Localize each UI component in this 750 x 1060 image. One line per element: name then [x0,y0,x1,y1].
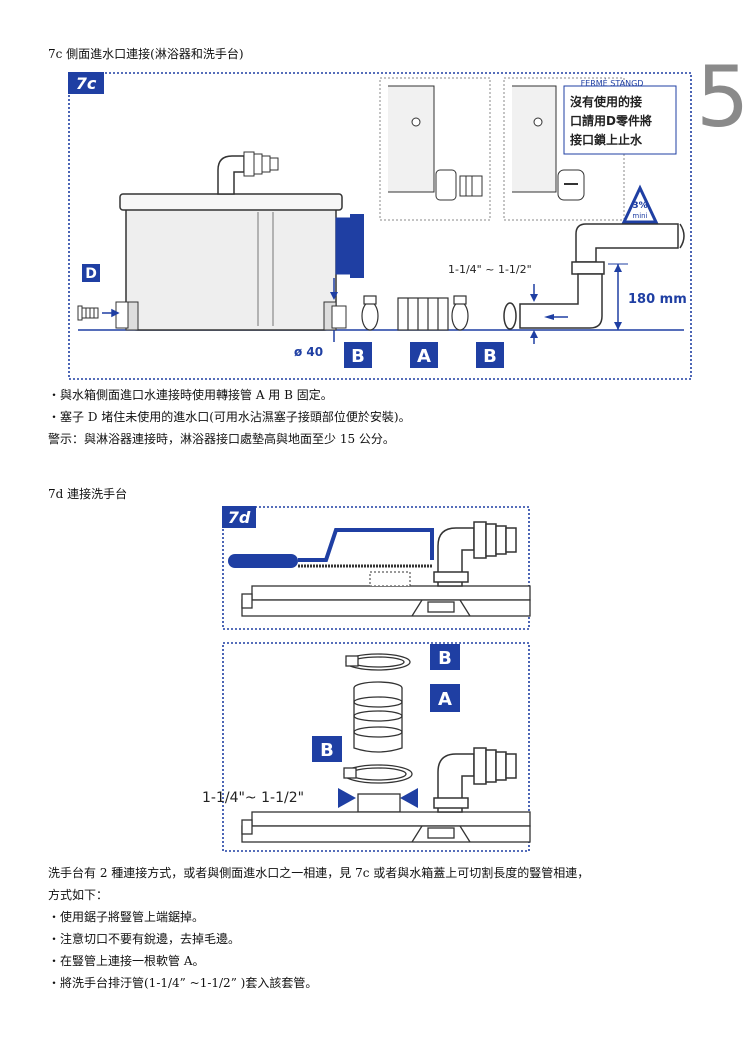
clamp-b-lower-icon [343,764,413,784]
arrow-left-icon [400,788,418,808]
part-d-label: D [85,266,97,282]
figure-7d-assembly: B A B 1-1/4"~ 1-1/2" [202,642,531,852]
standpipe-lid-illustration [241,793,531,843]
intro-7d-line-2: 方式如下： [48,888,109,902]
part-a-tag-bg [410,342,438,368]
clamp-b-top-icon [345,653,411,671]
slope-triangle-icon [621,184,659,224]
arrow-right-icon [338,788,356,808]
section-7c-heading: 7c 側面進水口連接(淋浴器和洗手台) [48,47,244,61]
arrow-right-icon [102,308,120,318]
part-b-left-label: B [351,346,365,367]
tank-lid-illustration [241,585,531,617]
note-line-3: 接口鎖上止水 [570,132,643,147]
fermé-label: FERMÉ STANGD [581,77,644,88]
clamp-b-right-icon [451,295,469,331]
part-d-tag-bg [82,264,100,282]
drain-pipe-illustration [503,223,685,330]
standpipe-elbow-icon [433,521,517,587]
part-b-left-tag-bg [344,342,372,368]
figure-7d-saw: 7d [222,506,531,630]
diameter-label: ø 40 [294,345,323,359]
standpipe-elbow-7d-icon [433,747,517,813]
saw-icon [228,528,434,587]
plug-d-icon [77,305,99,321]
page-number: 5 [696,48,750,146]
part-a-label-7d: A [438,689,452,710]
note-box [563,85,677,155]
note-7c-warning: 警示：與淋浴器連接時，淋浴器接口處墊高與地面至少 15 公分。 [48,432,395,446]
pump-tank-illustration [115,151,364,331]
figure-7c: 7c D ø 40 [68,72,692,380]
inset-open-illustration [379,77,491,221]
note-line-1: 沒有使用的接 [570,94,642,109]
step-7d-4: ・將洗手台排汙管(1-1/4” ~1-1/2” )套入該套管。 [48,976,318,990]
size-label-7d: 1-1/4"~ 1-1/2" [202,790,304,806]
section-7d-heading: 7d 連接洗手台 [48,487,128,501]
clamp-b-left-icon [361,295,379,331]
note-7c-1: ・與水箱側面進口水連接時使用轉接管 A 用 B 固定。 [48,388,333,402]
figure-7d-tag: 7d [228,508,251,527]
slope-label: mini [632,212,647,220]
sleeve-a-icon [397,297,449,331]
sleeve-a-7d-icon [353,681,403,753]
part-b-top-label: B [438,648,452,669]
height-label: 180 mm [628,292,687,307]
step-7d-1: ・使用鋸子將豎管上端鋸掉。 [48,910,205,924]
size-label-7c: 1-1/4" ~ 1-1/2" [448,263,532,276]
note-7c-2: ・塞子 D 堵住未使用的進水口(可用水沾濕塞子接頭部位便於安裝)。 [48,410,411,424]
slope-value: 3% [632,201,647,211]
figure-7c-tag-bg [68,72,104,94]
figure-7c-tag: 7c [76,74,97,93]
part-b-right-tag-bg [476,342,504,368]
step-7d-2: ・注意切口不要有銳邊，去掉毛邊。 [48,932,241,946]
part-b-right-label: B [483,346,497,367]
part-b-lower-label: B [320,740,334,761]
arrow-down-icon [330,292,338,300]
note-line-2: 口請用D零件將 [570,113,652,128]
intro-7d-line-1: 洗手台有 2 種連接方式，或者與側面進水口之一相連，見 7c 或者與水箱蓋上可切… [48,866,590,880]
arrow-left-icon [544,314,554,320]
part-a-label: A [417,346,431,367]
step-7d-3: ・在豎管上連接一根軟管 A。 [48,954,205,968]
